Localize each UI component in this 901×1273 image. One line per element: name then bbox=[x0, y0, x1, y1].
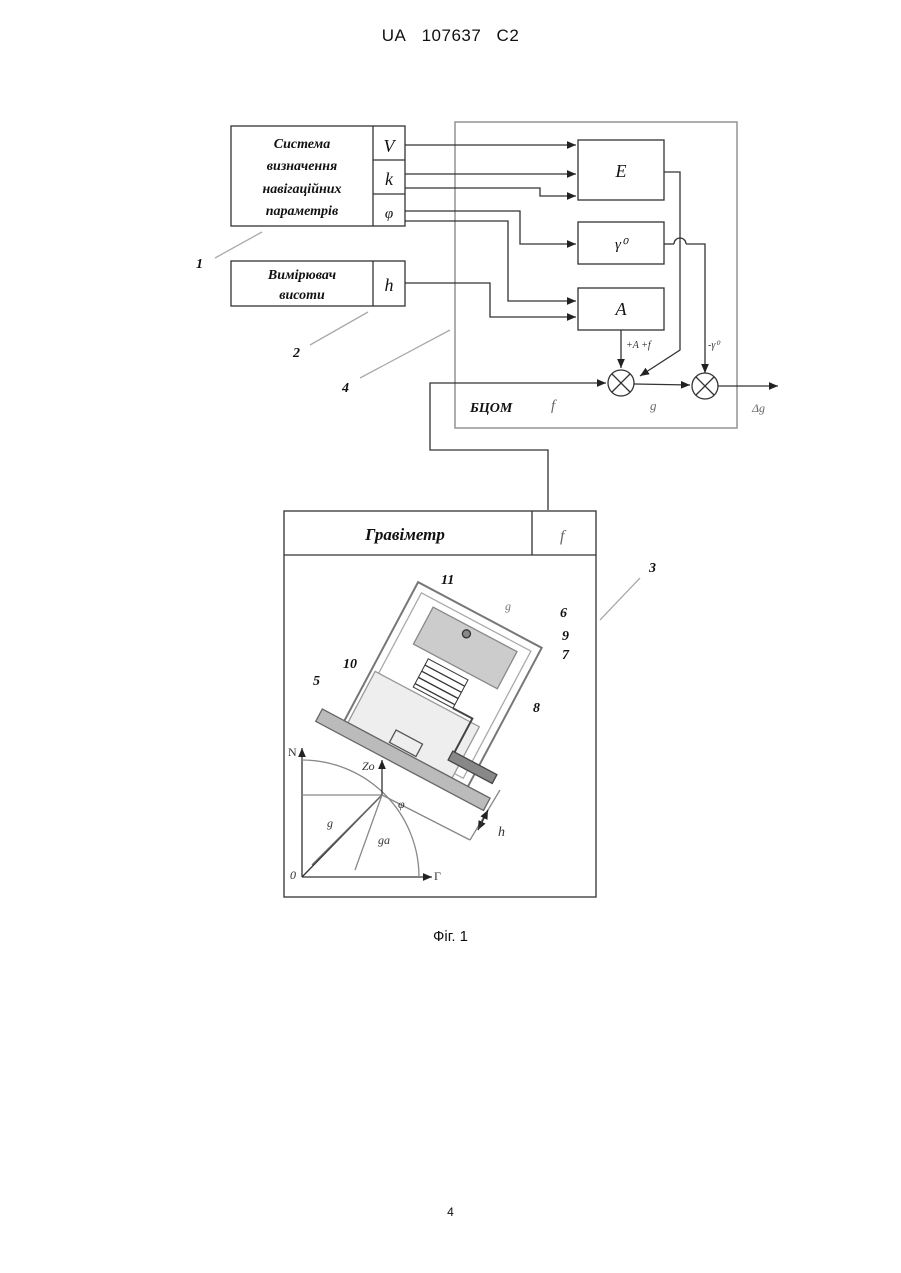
ref-number-6: 6 bbox=[560, 606, 567, 621]
axis-north-label: N bbox=[288, 745, 297, 759]
sum1-inputs-label: +A +f bbox=[626, 340, 652, 351]
gravimeter-title: Гравіметр bbox=[364, 525, 445, 544]
figure-caption: Фіг. 1 bbox=[0, 928, 901, 945]
h-label: h bbox=[498, 825, 505, 840]
computer-label: БЦОМ bbox=[469, 401, 513, 416]
axis-east-label: Г bbox=[434, 869, 441, 883]
ref-number-10: 10 bbox=[343, 657, 357, 672]
ref-number-9: 9 bbox=[562, 629, 569, 644]
g-vector-label: g bbox=[327, 816, 333, 830]
gravimeter-frame bbox=[284, 511, 596, 897]
ref-number-2: 2 bbox=[292, 346, 300, 361]
gravimeter-output-f: f bbox=[560, 528, 567, 545]
ref-number-4: 4 bbox=[341, 381, 349, 396]
gravimeter-sensor-drawing bbox=[316, 570, 564, 810]
ref-number-7: 7 bbox=[562, 648, 570, 663]
ga-vector-label: gа bbox=[378, 833, 390, 847]
computer-g-label: g bbox=[650, 398, 657, 413]
gz-label: g bbox=[505, 599, 511, 613]
nav-system-line-3: навігаційних bbox=[262, 182, 341, 197]
sum2-input-label: -γ⁰ bbox=[708, 340, 721, 351]
ref-number-3: 3 bbox=[648, 561, 656, 576]
altimeter-line-1: Вимірювач bbox=[267, 268, 336, 283]
ref-number-1: 1 bbox=[196, 257, 203, 272]
unit-a-label: A bbox=[615, 299, 628, 319]
nav-system-line-2: визначення bbox=[267, 159, 337, 174]
origin-label: 0 bbox=[290, 868, 296, 882]
nav-output-phi: φ bbox=[385, 206, 393, 222]
ref-number-8: 8 bbox=[533, 701, 540, 716]
nav-output-k: k bbox=[385, 169, 394, 189]
unit-gamma-label: γ⁰ bbox=[615, 237, 629, 253]
page-number: 4 bbox=[0, 1205, 901, 1219]
nav-system-line-1: Система bbox=[274, 137, 331, 152]
unit-e-label: E bbox=[615, 161, 627, 181]
ref-number-5: 5 bbox=[313, 674, 320, 689]
computer-dg-label: Δg bbox=[751, 401, 765, 415]
zo-label: Zo bbox=[362, 759, 375, 773]
computer-frame bbox=[455, 122, 737, 428]
altimeter-line-2: висоти bbox=[279, 288, 325, 303]
altimeter-output-h: h bbox=[385, 275, 394, 295]
phi-angle-label: φ bbox=[398, 797, 405, 811]
computer-f-label: f bbox=[551, 398, 557, 414]
ref-number-11: 11 bbox=[441, 573, 454, 588]
nav-system-line-4: параметрів bbox=[266, 204, 339, 219]
nav-output-v: V bbox=[384, 136, 397, 156]
